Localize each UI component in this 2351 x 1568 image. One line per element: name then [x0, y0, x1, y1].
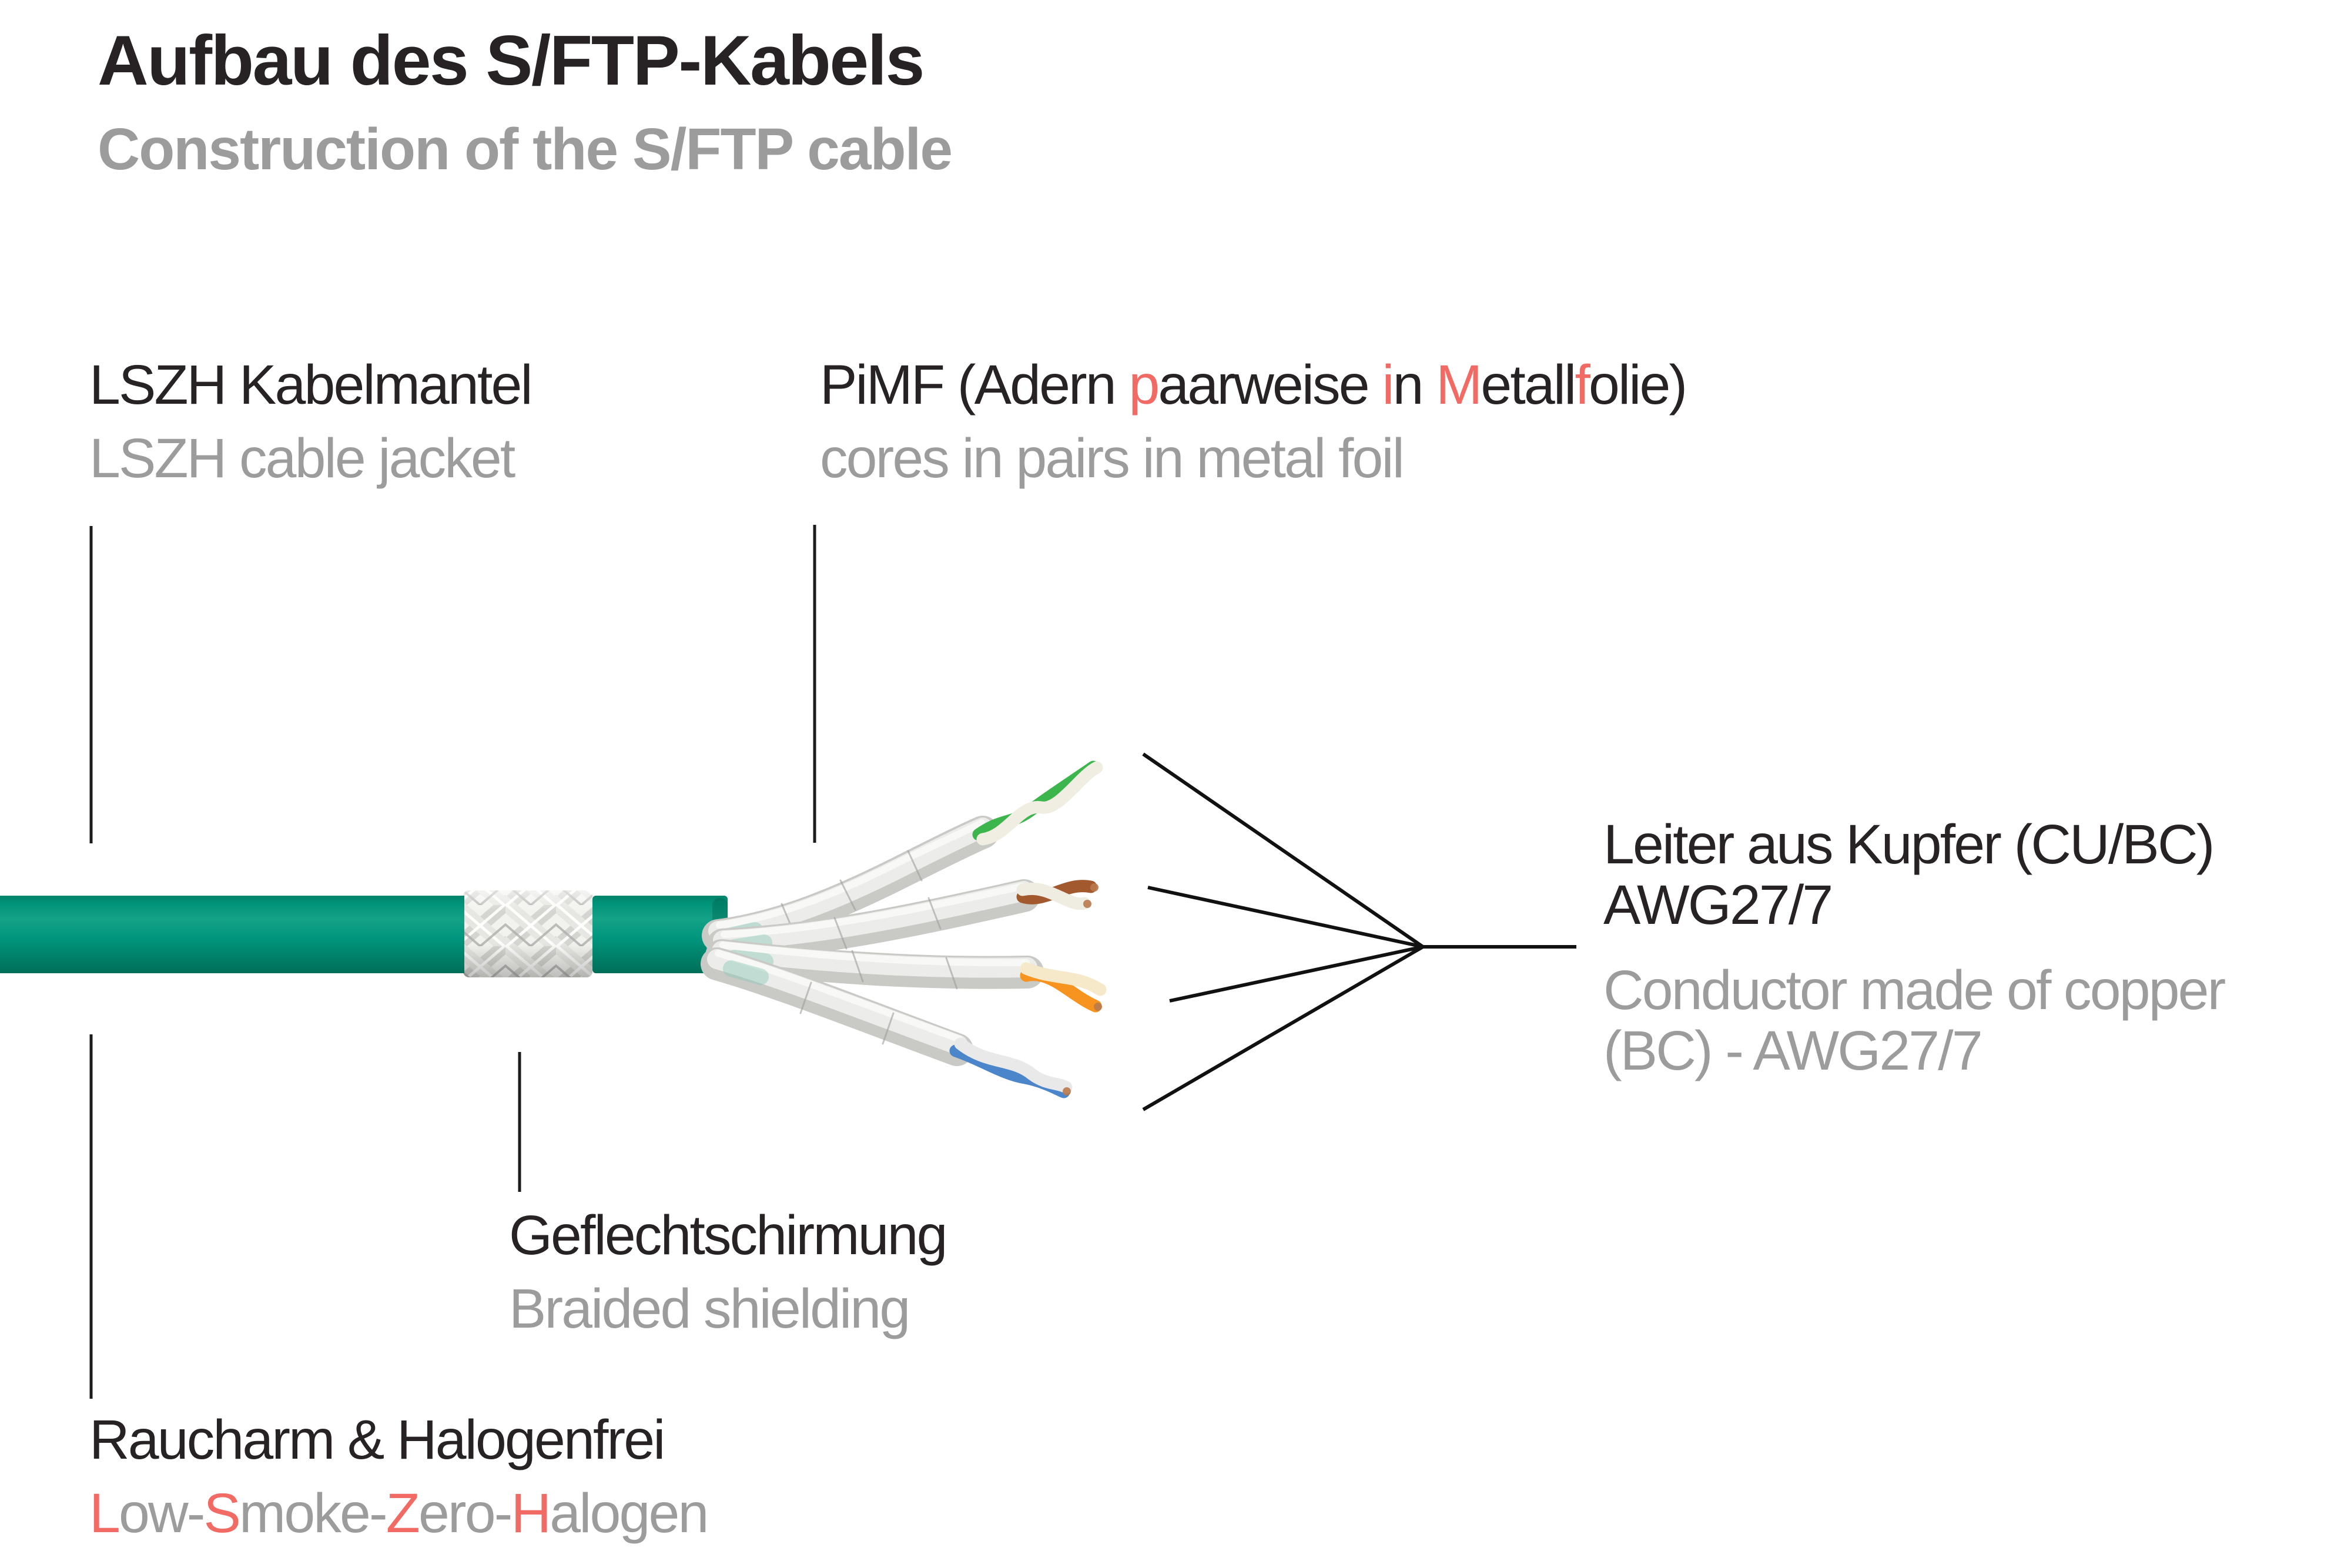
conductor-fan-lines	[1142, 752, 1576, 1111]
label-braid-en: Braided shielding	[509, 1278, 910, 1340]
label-braid: Geflechtschirmung Braided shielding	[509, 1199, 947, 1346]
label-pimf-en: cores in pairs in metal foil	[820, 427, 1405, 490]
braid-shield	[463, 890, 592, 977]
label-jacket: LSZH Kabelmantel LSZH cable jacket	[89, 349, 533, 495]
foil-pair-blue	[701, 947, 1073, 1098]
wire-blue-white	[954, 1037, 1073, 1094]
fan-line-3	[1169, 945, 1424, 1003]
label-pimf: PiMF (Adern paarweise in Metallfolie) co…	[820, 349, 1687, 495]
fan-line-2	[1147, 886, 1424, 949]
foil-pair-brown	[706, 879, 1099, 961]
page-subtitle: Construction of the S/FTP cable	[98, 116, 953, 182]
label-conductor: Leiter aus Kupfer (CU/BC) AWG27/7 Conduc…	[1603, 813, 2226, 1082]
label-braid-de: Geflechtschirmung	[509, 1204, 947, 1267]
label-jacket-de: LSZH Kabelmantel	[89, 354, 533, 416]
label-conductor-de-2: AWG27/7	[1603, 874, 1833, 936]
cable-jacket	[0, 896, 728, 973]
label-jacket-en: LSZH cable jacket	[89, 427, 515, 490]
leader-lines	[89, 525, 816, 1399]
jacket-ring	[592, 896, 728, 973]
wire-green-white	[976, 761, 1103, 846]
label-pimf-de: PiMF (Adern paarweise in Metallfolie)	[820, 354, 1687, 416]
fan-line-1	[1142, 752, 1424, 949]
wire-brown-white	[1016, 882, 1091, 910]
label-conductor-en-2: (BC) - AWG27/7	[1603, 1020, 1983, 1082]
fan-line-4	[1142, 945, 1424, 1111]
label-halogen-de: Raucharm & Halogenfrei	[89, 1409, 665, 1471]
label-conductor-de-1: Leiter aus Kupfer (CU/BC)	[1603, 813, 2215, 876]
page-title: Aufbau des S/FTP-Kabels	[98, 21, 925, 100]
label-conductor-en-1: Conductor made of copper	[1603, 959, 2226, 1021]
label-halogen: Raucharm & Halogenfrei Low-Smoke-Zero-Ha…	[89, 1403, 709, 1550]
wire-orange-cream	[1020, 962, 1107, 996]
label-halogen-en: Low-Smoke-Zero-Halogen	[89, 1482, 709, 1544]
